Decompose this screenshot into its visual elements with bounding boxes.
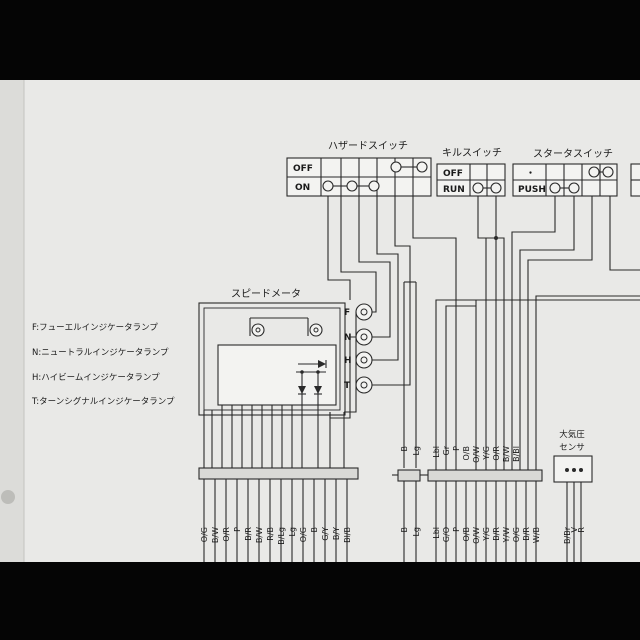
svg-text:H: H xyxy=(344,356,352,366)
wire-color-label: P xyxy=(452,446,461,451)
wire-color-label: B/R xyxy=(244,527,253,541)
contact-dot xyxy=(588,166,600,178)
legend-turn: T:ターンシグナルインジケータランプ xyxy=(31,396,175,407)
wire-color-label: O/W xyxy=(472,446,481,463)
kill-run-label: RUN xyxy=(443,185,465,195)
wire-color-label: V xyxy=(570,526,579,532)
wire-color-label: Lg xyxy=(288,527,297,537)
wire-color-label: P xyxy=(452,527,461,532)
wire-color-label: Lbl xyxy=(432,446,441,458)
wire-color-label: P xyxy=(233,527,242,532)
indicator-lamp-n: N xyxy=(344,328,373,346)
wire-color-label: Y/W xyxy=(502,527,511,544)
wire-color-label: B xyxy=(400,446,409,452)
hazard-switch-table: OFF ON xyxy=(286,157,432,197)
hazard-on-label: ON xyxy=(295,183,310,193)
speedometer-title: スピードメータ xyxy=(231,288,301,300)
kill-off-label: OFF xyxy=(443,169,463,179)
speedometer-housing xyxy=(198,302,346,416)
svg-text:N: N xyxy=(344,333,352,343)
wire-color-label: B/R xyxy=(522,527,531,541)
wire-color-label: O/W xyxy=(472,527,481,544)
indicator-lamp-t: T xyxy=(344,376,373,394)
diode-symbol xyxy=(318,360,326,368)
wire-color-label: R/B xyxy=(266,527,275,541)
wire-color-label: B xyxy=(310,527,319,533)
wire-color-label: B/R xyxy=(492,527,501,541)
binding-hole xyxy=(1,490,15,504)
meter-connector xyxy=(198,467,359,480)
legend-neutral: N:ニュートラルインジケータランプ xyxy=(32,348,169,358)
pressure-sensor xyxy=(553,455,593,562)
wire-color-label: O/G xyxy=(200,527,209,542)
wire-color-label: G/Y xyxy=(321,527,330,541)
contact-dot xyxy=(368,180,380,192)
wire-color-label: R xyxy=(577,527,586,533)
sensor-title-1: 大気圧 xyxy=(559,429,585,440)
legend-highbeam: H:ハイビームインジケータランプ xyxy=(32,373,160,383)
wire-color-label: W/B xyxy=(532,527,541,543)
contact-dot xyxy=(549,182,561,194)
starter-switch-table: ・ PUSH xyxy=(512,163,618,197)
wire-color-label: Gr xyxy=(442,445,451,455)
wire-color-label: O/G xyxy=(299,527,308,542)
starter-push-label: PUSH xyxy=(518,185,546,195)
wire-color-label: B/Br xyxy=(563,526,572,544)
starter-switch-title: スタータスイッチ xyxy=(533,148,613,160)
meter-light-bulb xyxy=(309,323,323,337)
indicator-lamp-h: H xyxy=(344,351,373,369)
lower-wires xyxy=(203,479,537,562)
contact-dot xyxy=(568,182,580,194)
page-left-margin xyxy=(0,80,24,562)
wire-color-label: B xyxy=(400,527,409,533)
wire-color-label: Lg xyxy=(412,446,421,456)
sensor-title-2: センサ xyxy=(559,443,585,453)
kill-switch-title: キルスイッチ xyxy=(442,147,502,159)
hazard-switch-title: ハザードスイッチ xyxy=(328,140,408,152)
contact-dot xyxy=(322,180,334,192)
wire-color-label: O/B xyxy=(462,527,471,541)
wire-routes xyxy=(203,196,640,470)
wire-color-label: B/W xyxy=(502,446,511,462)
group1-connector xyxy=(397,469,421,482)
wire-color-label: B/W xyxy=(211,527,220,543)
wire-color-label: B/Y xyxy=(332,527,341,540)
wire-color-label: B/Lg xyxy=(277,527,286,545)
contact-dot xyxy=(602,166,614,178)
legend-fuel: F:フューエルインジケータランプ xyxy=(32,323,158,333)
wire-color-label: O/G xyxy=(512,527,521,542)
wire-color-label: Y/G xyxy=(482,446,491,461)
svg-text:F: F xyxy=(344,308,350,318)
indicator-module xyxy=(217,344,337,406)
wire-color-label: O/R xyxy=(492,446,501,461)
svg-text:T: T xyxy=(344,381,351,391)
indicator-lamp-f: F xyxy=(344,303,373,321)
contact-dot xyxy=(346,180,358,192)
wire-color-label: Lg xyxy=(412,527,421,537)
contact-dot xyxy=(416,161,428,173)
contact-dot xyxy=(490,182,502,194)
starter-rest-label: ・ xyxy=(526,169,535,179)
lamp-legend: F:フューエルインジケータランプ N:ニュートラルインジケータランプ H:ハイビ… xyxy=(31,323,175,407)
wire-color-label: Lbl xyxy=(432,527,441,539)
wire-color-label: O/R xyxy=(222,527,231,542)
group2-connector xyxy=(427,469,543,482)
wire-color-label: B/Bl xyxy=(512,446,521,462)
wire-color-label: O/B xyxy=(462,446,471,460)
wire-color-label: Bl/B xyxy=(343,527,352,543)
contact-dot xyxy=(472,182,484,194)
wire-color-label: B/W xyxy=(255,527,264,543)
contact-dot xyxy=(390,161,402,173)
wiring-diagram: ハザードスイッチ OFF ON キルスイッチ xyxy=(1,80,640,562)
kill-switch-table: OFF RUN xyxy=(436,163,506,197)
wire-color-label: G/O xyxy=(442,527,451,542)
manual-page: ハザードスイッチ OFF ON キルスイッチ xyxy=(0,80,640,562)
wire-color-label: Y/G xyxy=(482,527,491,542)
meter-light-bulb xyxy=(251,323,265,337)
hazard-off-label: OFF xyxy=(293,164,313,174)
